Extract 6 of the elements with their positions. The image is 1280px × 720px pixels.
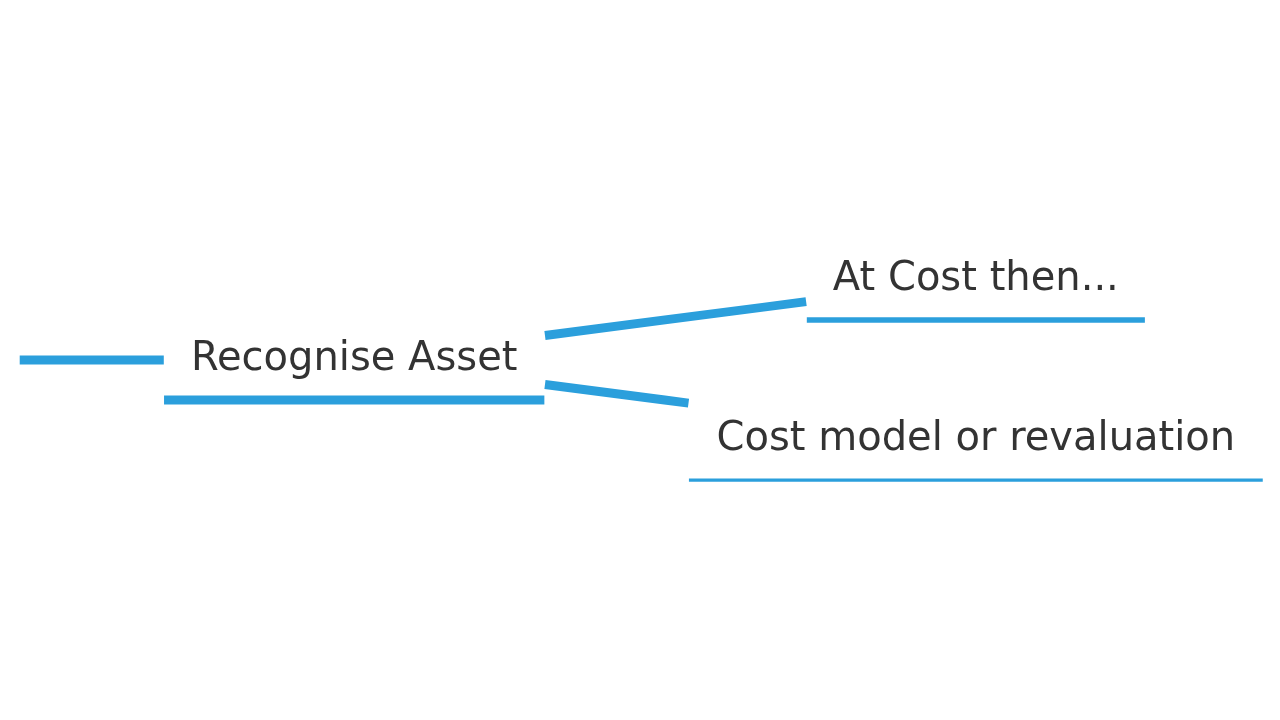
- connector: [544, 297, 807, 340]
- node-text: Cost model or revaluation: [716, 412, 1236, 459]
- connector: [19, 355, 164, 365]
- node-text: Recognise Asset: [190, 332, 518, 379]
- node-text: At Cost then...: [832, 252, 1119, 299]
- connector: [544, 380, 690, 408]
